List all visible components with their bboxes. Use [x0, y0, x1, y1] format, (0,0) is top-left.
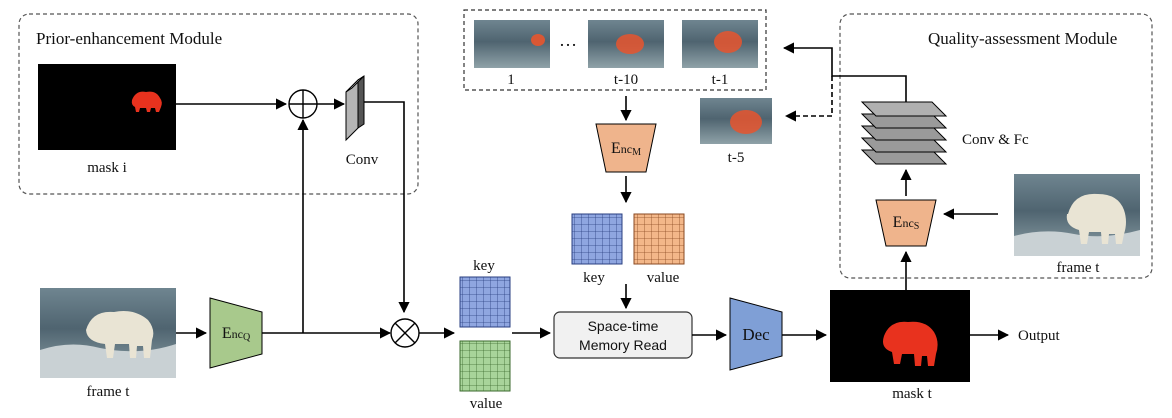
memory-label-t5: t-5 [728, 150, 745, 166]
arrow-stack-to-memory [782, 42, 907, 102]
dec-label: Dec [742, 325, 770, 344]
mask-i-image [38, 64, 176, 150]
enc-s-block [875, 199, 937, 247]
key-grid-left [459, 276, 511, 328]
value-grid-mid [633, 213, 685, 265]
key-label-mid: key [583, 270, 605, 286]
polar-bear-right [1066, 193, 1126, 244]
enc-s-label: EncS [893, 214, 920, 232]
conv-fc-label: Conv & Fc [962, 132, 1029, 148]
memory-frame-t1 [682, 20, 758, 68]
key-grid-mid [571, 213, 623, 265]
value-label-mid: value [647, 270, 680, 286]
polar-bear-left [86, 311, 154, 358]
memory-frame-1 [474, 20, 550, 68]
value-grid-left [459, 340, 511, 392]
arrow-stack-to-t5-dashed [784, 76, 833, 122]
bear-silhouette-large [883, 321, 938, 366]
memory-frame-t10 [588, 20, 664, 68]
enc-m-label: EncM [611, 140, 641, 158]
space-time-line2: Memory Read [579, 337, 667, 353]
conv-block [345, 75, 365, 142]
frame-t-right-label: frame t [1057, 260, 1101, 276]
bear-silhouette-small [131, 91, 162, 112]
conv-fc-stack [860, 101, 948, 165]
conv-label: Conv [346, 152, 379, 168]
dec-block [729, 297, 783, 371]
memory-label-1: 1 [507, 72, 515, 88]
memory-label-t10: t-10 [614, 72, 638, 88]
enc-q-label: EncQ [222, 325, 251, 343]
mask-t-label: mask t [892, 386, 932, 402]
quality-assessment-module-title: Quality-assessment Module [928, 29, 1117, 48]
enc-m-block [595, 123, 657, 173]
key-label-left: key [473, 258, 495, 274]
prior-enhancement-module-title: Prior-enhancement Module [36, 29, 222, 48]
frame-t-left-image [40, 288, 176, 378]
quality-assessment-module-box [839, 13, 1153, 279]
memory-frames-box [463, 9, 767, 91]
frame-t-right-image [1014, 174, 1140, 256]
value-label-left: value [470, 396, 503, 412]
memory-label-t1: t-1 [712, 72, 729, 88]
enc-q-block [209, 297, 263, 369]
output-label: Output [1018, 328, 1061, 344]
mask-t-image [830, 290, 970, 382]
space-time-line1: Space-time [588, 318, 659, 334]
arrow-conv-to-multiply [364, 101, 410, 314]
sum-operator-icon [288, 89, 318, 119]
memory-ellipsis: … [559, 30, 577, 50]
multiply-operator-icon [390, 318, 420, 348]
mask-i-label: mask i [87, 160, 127, 176]
frame-t-left-label: frame t [87, 384, 131, 400]
memory-frame-t5 [700, 98, 772, 144]
prior-enhancement-module-box [18, 13, 419, 195]
